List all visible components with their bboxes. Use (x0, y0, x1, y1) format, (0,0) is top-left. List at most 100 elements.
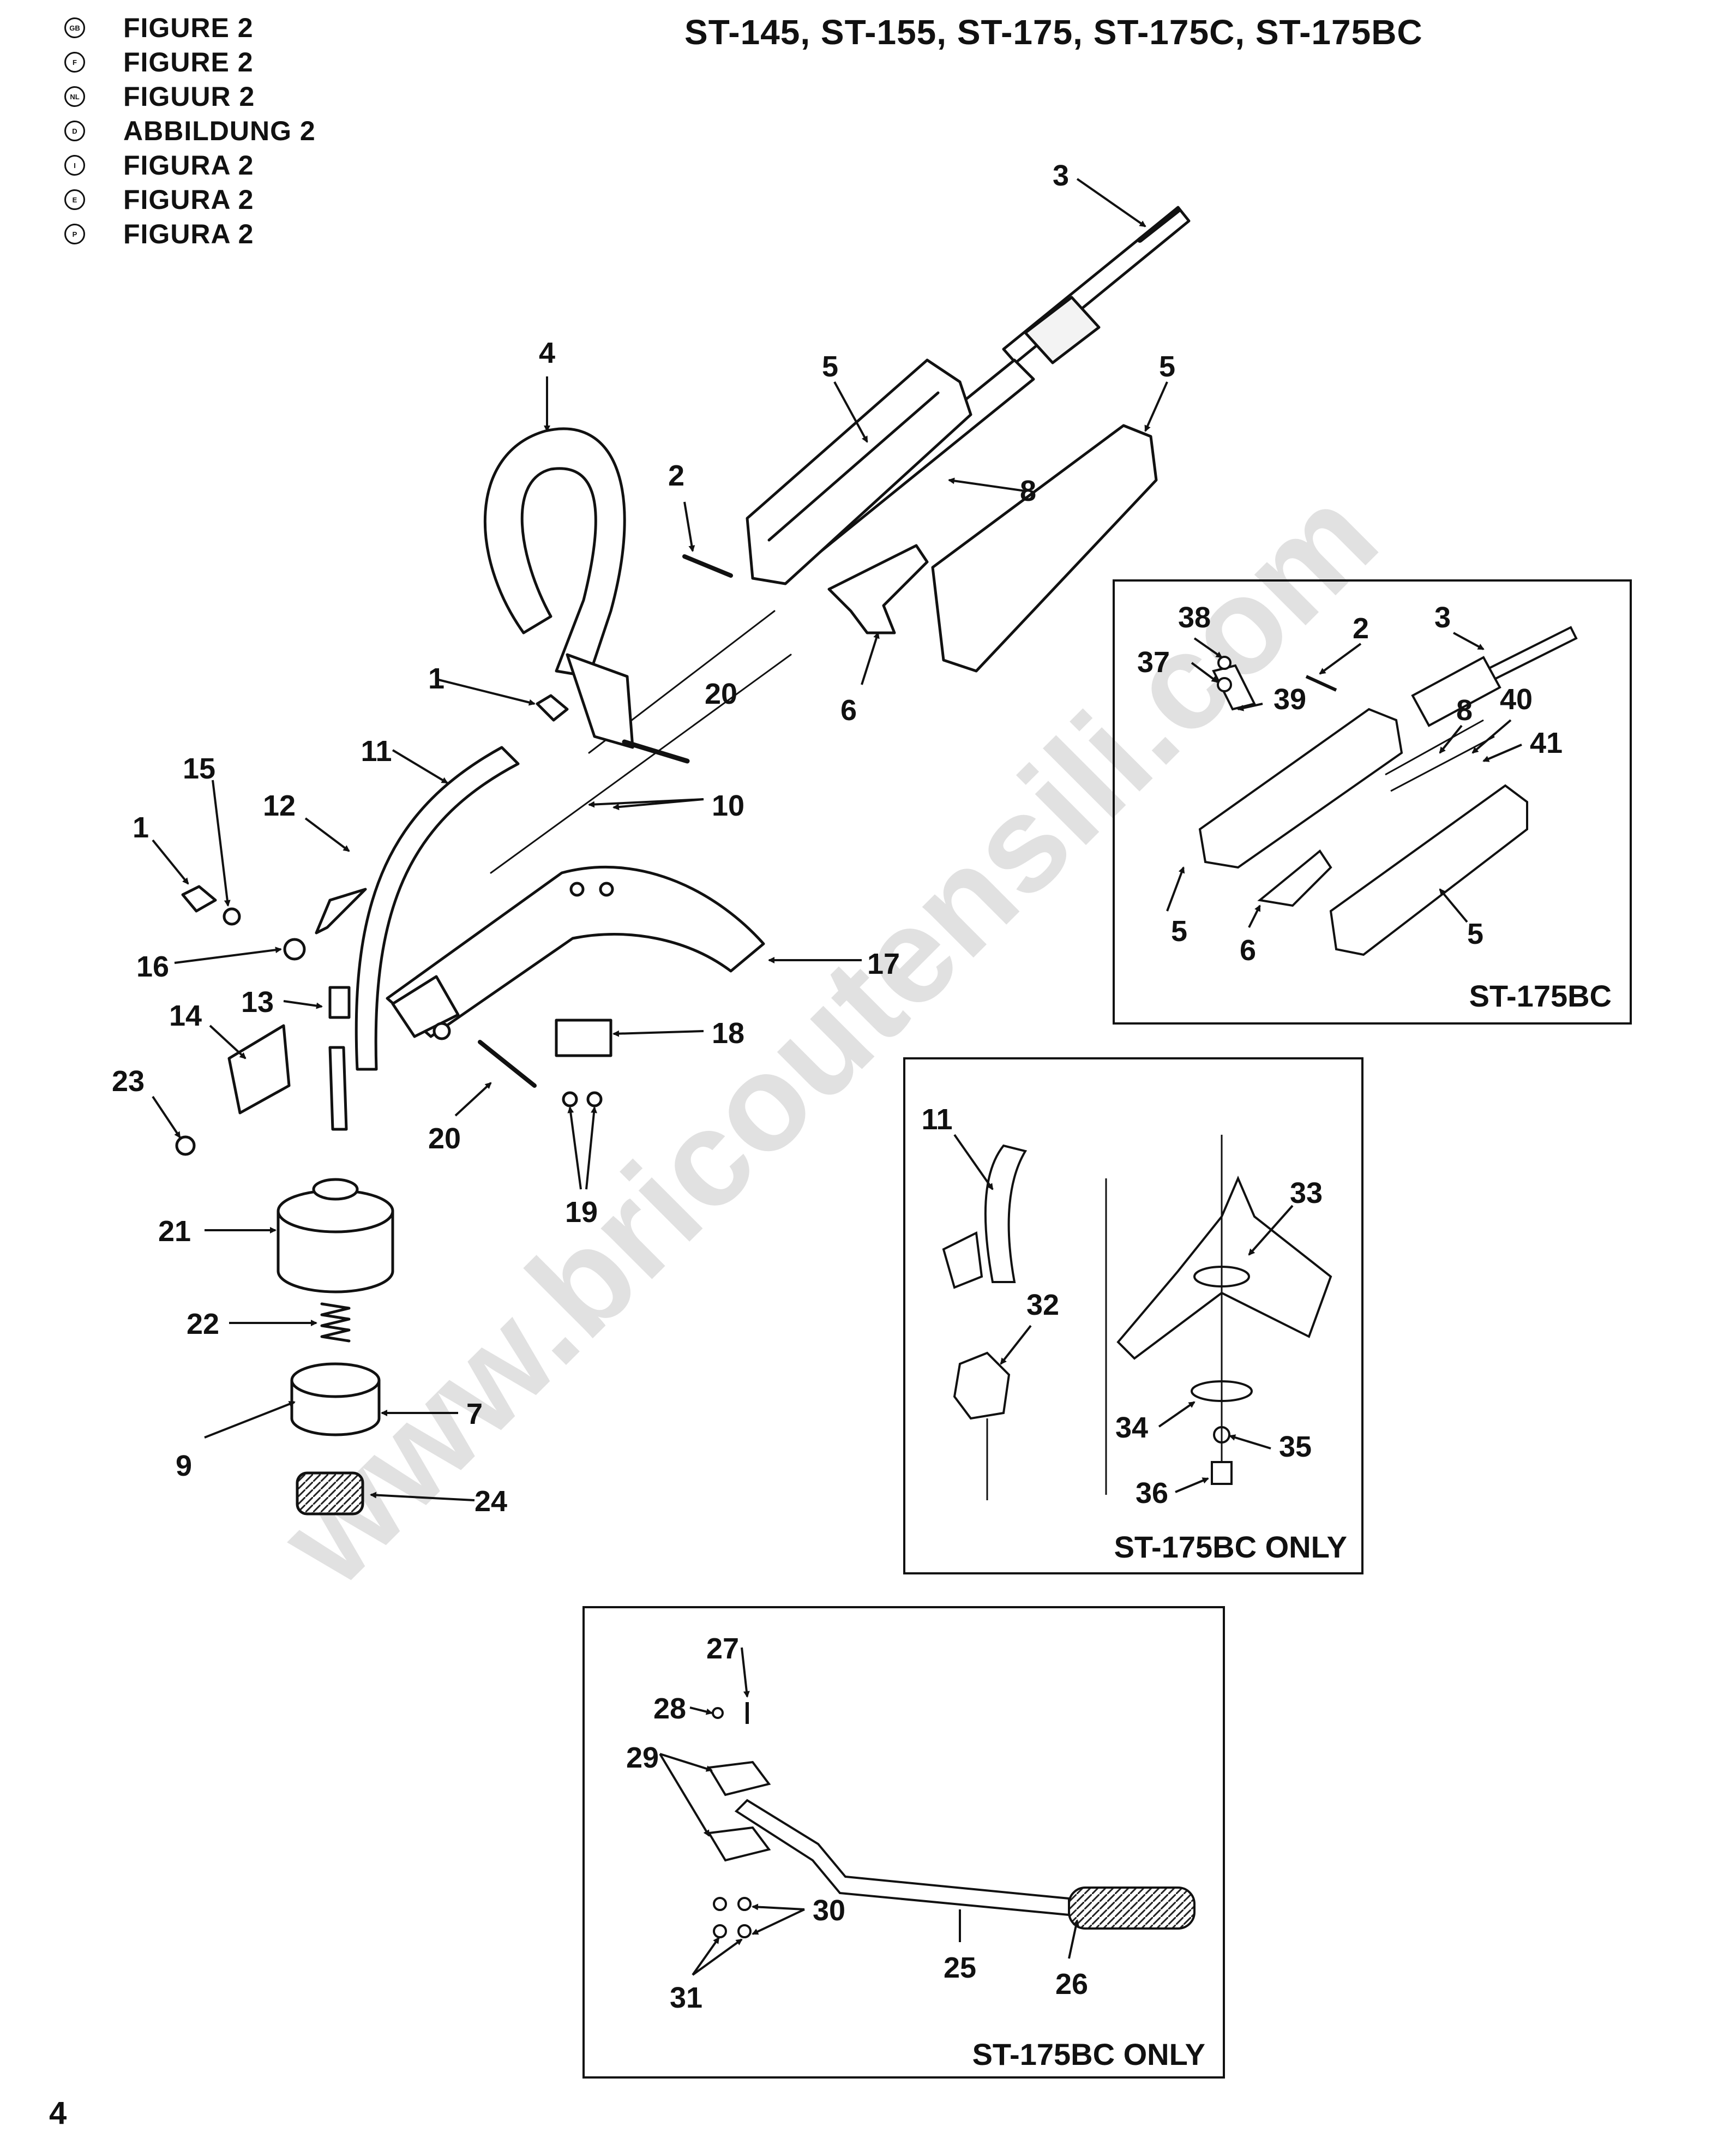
legend-row-i: I FIGURA 2 (64, 148, 254, 182)
callout-number: 28 (653, 1692, 686, 1725)
nut (562, 1091, 578, 1107)
callout-number: 3 (1053, 159, 1069, 192)
callout-number: 38 (1178, 601, 1211, 634)
callout-number: 2 (668, 459, 684, 492)
throttle-lever (827, 544, 929, 634)
legend-label: FIGUUR 2 (123, 81, 255, 112)
callout-number: 41 (1530, 727, 1563, 759)
auxiliary-handle-bar (734, 1799, 1070, 1917)
callout-number: 5 (1171, 915, 1187, 948)
model-title: ST-145, ST-155, ST-175, ST-175C, ST-175B… (684, 13, 1423, 52)
legend-label: FIGURA 2 (123, 219, 254, 249)
washer (283, 938, 306, 961)
handle-grip (1068, 1886, 1196, 1930)
watermark-text: www.bricoutensili.com (250, 459, 1405, 1614)
callout-number: 4 (539, 337, 555, 369)
callout-number: 6 (840, 694, 857, 727)
inset-caption: ST-175BC (1469, 979, 1612, 1013)
callout-number: 19 (565, 1196, 598, 1229)
callout-number: 24 (474, 1485, 507, 1518)
callout-number: 9 (176, 1450, 192, 1482)
legend-badge: D (64, 121, 85, 141)
legend-row-d: D ABBILDUNG 2 (64, 114, 316, 148)
legend-badge: NL (64, 86, 85, 107)
callout-number: 1 (133, 811, 149, 844)
callout-number: 2 (1353, 612, 1369, 645)
callout-number: 26 (1055, 1968, 1088, 2001)
bolt (622, 739, 690, 764)
callout-number: 22 (187, 1308, 219, 1340)
legend-label: ABBILDUNG 2 (123, 116, 316, 146)
callout-number: 14 (169, 999, 202, 1032)
callout-number: 23 (112, 1065, 145, 1098)
callout-number: 11 (361, 735, 392, 768)
trimmer-head-housing (277, 1178, 394, 1293)
callout-number: 16 (136, 950, 169, 983)
screw (175, 1135, 196, 1156)
main-assembly (175, 206, 1191, 1516)
callout-number: 34 (1115, 1411, 1148, 1444)
callout-number: 36 (1136, 1477, 1168, 1510)
legend-badge: F (64, 52, 85, 73)
inset-middle-right: ST-175BC ONLY (903, 1057, 1363, 1574)
decal (328, 986, 351, 1019)
legend-label: FIGURE 2 (123, 13, 254, 43)
legend-badge: GB (64, 17, 85, 38)
page-number: 4 (49, 2095, 67, 2131)
handle-clamp (566, 653, 634, 749)
callout-number: 11 (921, 1103, 952, 1136)
j-handle (484, 427, 626, 678)
legend-badge: P (64, 224, 85, 244)
clamp-housing-right (931, 424, 1158, 673)
callout-number: 37 (1137, 646, 1170, 679)
callout-number: 10 (712, 789, 744, 822)
callout-number: 18 (712, 1017, 744, 1050)
callout-number: 12 (263, 789, 296, 822)
legend-row-gb: GB FIGURE 2 (64, 11, 254, 45)
legend-badge: I (64, 155, 85, 176)
grass-guard (386, 865, 765, 1038)
washer (223, 907, 241, 926)
callout-number: 39 (1274, 683, 1306, 716)
legend-label: FIGURE 2 (123, 47, 254, 77)
legend-label: FIGURA 2 (123, 184, 254, 215)
callout-number: 35 (1279, 1430, 1312, 1463)
callout-number: 17 (867, 948, 900, 980)
callout-number: 8 (1020, 475, 1036, 507)
callout-number: 3 (1434, 601, 1451, 634)
callout-number: 31 (670, 1981, 702, 2014)
inset-bottom: ST-175BC ONLY (582, 1606, 1225, 2079)
callout-number: 6 (1240, 934, 1256, 967)
callout-number: 5 (1159, 350, 1175, 383)
callout-number: 20 (428, 1122, 461, 1155)
callout-number: 40 (1500, 683, 1533, 716)
spring (320, 1302, 351, 1343)
inset-caption: ST-175BC ONLY (1114, 1530, 1347, 1564)
legend-row-e: E FIGURA 2 (64, 183, 254, 217)
callout-number: 8 (1456, 694, 1473, 727)
curved-shaft (355, 746, 520, 1071)
guard-bolt (569, 882, 585, 897)
spacer-block (555, 1019, 612, 1057)
line-spool (290, 1362, 381, 1436)
callout-number: 21 (158, 1215, 191, 1248)
legend-row-nl: NL FIGUUR 2 (64, 80, 255, 113)
bolt (478, 1040, 537, 1088)
callout-number: 20 (705, 678, 737, 710)
legend-row-f: F FIGURE 2 (64, 45, 254, 79)
legend-row-p: P FIGURA 2 (64, 217, 254, 251)
callout-number: 7 (466, 1398, 483, 1430)
bolt (682, 554, 733, 578)
callout-number: 30 (813, 1894, 845, 1927)
callout-number: 27 (706, 1632, 739, 1665)
wing-nut (181, 885, 217, 913)
legend-label: FIGURA 2 (123, 150, 254, 181)
warning-label (315, 888, 367, 935)
guard-bolt (599, 882, 614, 897)
nut (586, 1091, 603, 1107)
clamp-housing-left (746, 358, 972, 585)
bump-knob (296, 1471, 364, 1516)
inset-top-right: ST-175BC (1113, 579, 1632, 1025)
